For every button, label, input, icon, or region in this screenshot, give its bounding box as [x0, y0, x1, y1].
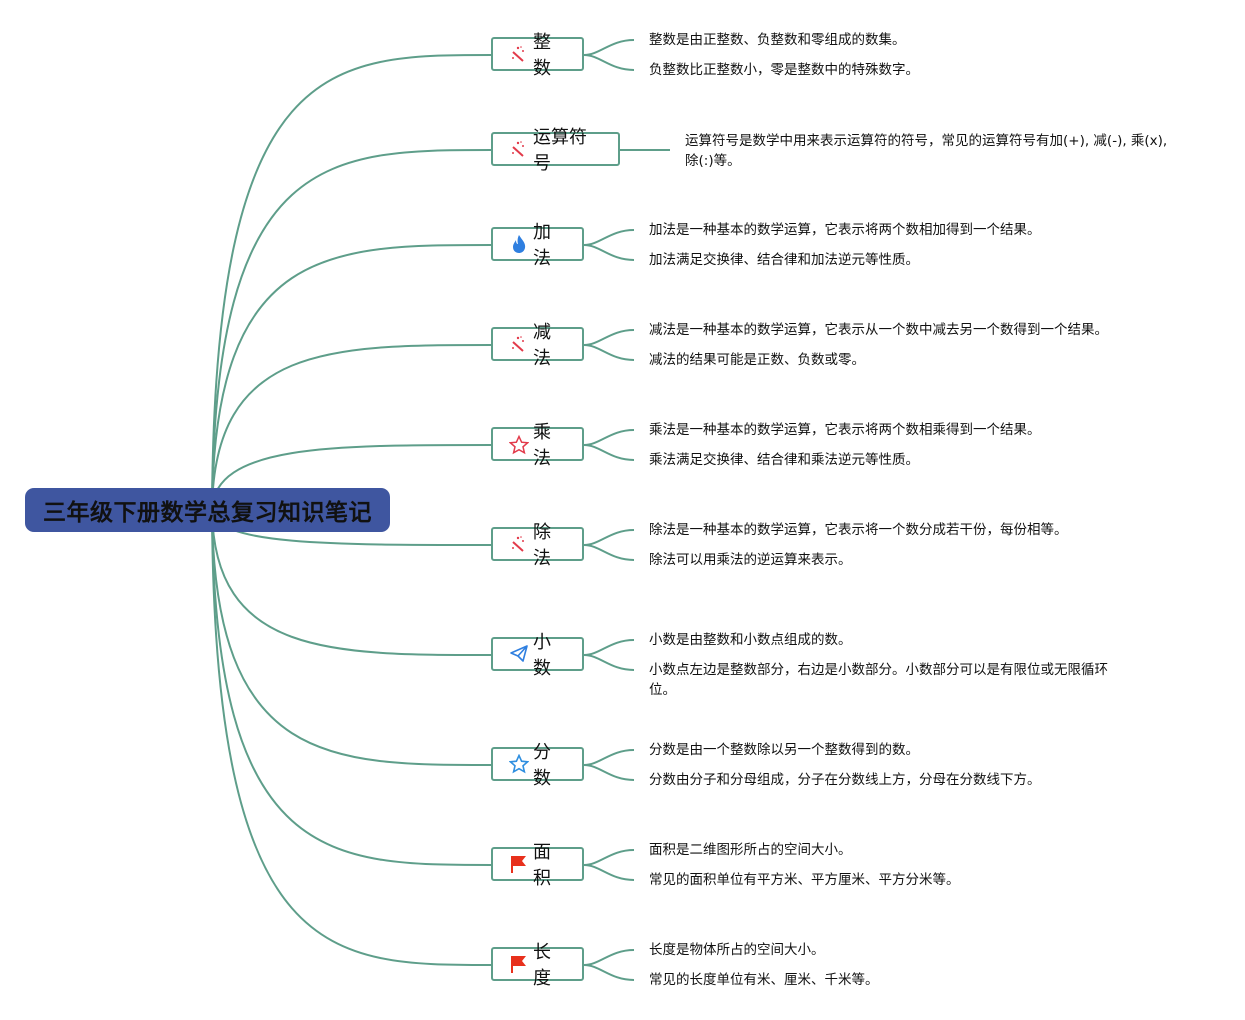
leaf-note: 分数由分子和分母组成，分子在分数线上方，分母在分数线下方。 [649, 772, 1041, 788]
fire-icon [509, 234, 529, 254]
leaf-note: 小数点左边是整数部分，右边是小数部分。小数部分可以是有限位或无限循环位。 [649, 662, 1108, 698]
connector-line [583, 344, 635, 361]
star-icon [509, 434, 529, 455]
leaf-note: 乘法满足交换律、结合律和乘法逆元等性质。 [649, 452, 919, 468]
branch-node-10[interactable]: 长度 [491, 942, 584, 989]
connector-line [211, 54, 492, 511]
branch-node-3[interactable]: 加法 [491, 222, 584, 269]
connector-line [583, 864, 635, 881]
connector-line [583, 639, 635, 656]
root-topic[interactable]: 三年级下册数学总复习知识笔记 [25, 488, 390, 532]
leaf-note: 除法是一种基本的数学运算，它表示将一个数分成若干份，每份相等。 [649, 522, 1068, 538]
branch-label: 减法 [533, 322, 551, 369]
connector-line [583, 849, 635, 866]
connector-line [583, 429, 635, 446]
connector-line [583, 544, 635, 561]
magic-wand-icon [509, 334, 529, 354]
connector-line [583, 444, 635, 461]
flag-icon [509, 954, 529, 974]
connector-line [583, 749, 635, 766]
connector-line [211, 149, 492, 511]
connector-line [211, 444, 492, 511]
magic-wand-icon [509, 44, 529, 64]
connector-line [583, 229, 635, 246]
leaf-note: 运算符号是数学中用来表示运算符的符号，常见的运算符号有加(+), 减(-), 乘… [685, 133, 1168, 169]
leaf-note: 加法满足交换律、结合律和加法逆元等性质。 [649, 252, 919, 268]
root-title: 三年级下册数学总复习知识笔记 [43, 500, 372, 526]
magic-wand-icon [509, 139, 529, 159]
branch-node-4[interactable]: 减法 [491, 322, 584, 369]
leaf-note: 除法可以用乘法的逆运算来表示。 [649, 552, 852, 568]
branch-node-1[interactable]: 整数 [491, 32, 584, 79]
leaf-note: 常见的面积单位有平方米、平方厘米、平方分米等。 [649, 872, 960, 888]
branch-node-8[interactable]: 分数 [491, 742, 584, 789]
leaf-note: 面积是二维图形所占的空间大小。 [649, 842, 852, 858]
connector-line [583, 654, 635, 671]
connector-line [583, 39, 635, 56]
connector-line [583, 54, 635, 71]
leaf-note: 常见的长度单位有米、厘米、千米等。 [649, 972, 879, 988]
connector-line [583, 964, 635, 981]
leaf-note: 负整数比正整数小，零是整数中的特殊数字。 [649, 62, 919, 78]
leaf-note: 小数是由整数和小数点组成的数。 [649, 632, 852, 648]
connector-line [583, 764, 635, 781]
leaf-note: 长度是物体所占的空间大小。 [649, 942, 825, 958]
star-outline-blue-icon [509, 754, 529, 774]
paper-plane-icon [509, 644, 529, 664]
branch-node-5[interactable]: 乘法 [491, 422, 584, 469]
connector-line [583, 949, 635, 966]
connector-line [583, 329, 635, 346]
branch-label: 运算符号 [533, 127, 587, 174]
branch-label: 乘法 [533, 422, 551, 469]
connector-line [211, 244, 492, 511]
branch-label: 小数 [533, 632, 551, 679]
leaf-note: 分数是由一个整数除以另一个整数得到的数。 [649, 742, 919, 758]
branch-node-7[interactable]: 小数 [491, 632, 584, 679]
connector-line [211, 509, 492, 656]
leaf-note: 加法是一种基本的数学运算，它表示将两个数相加得到一个结果。 [649, 222, 1041, 238]
branch-label: 加法 [533, 222, 551, 269]
branch-node-6[interactable]: 除法 [491, 522, 584, 569]
leaf-note: 整数是由正整数、负整数和零组成的数集。 [649, 32, 906, 48]
leaf-note: 乘法是一种基本的数学运算，它表示将两个数相乘得到一个结果。 [649, 422, 1041, 438]
flag-icon [509, 854, 529, 874]
branch-label: 整数 [533, 32, 551, 79]
branch-label: 长度 [533, 942, 551, 989]
connector-line [583, 244, 635, 261]
connector-line [211, 344, 492, 511]
branch-node-2[interactable]: 运算符号 [491, 127, 620, 174]
branch-node-9[interactable]: 面积 [491, 842, 584, 889]
connector-line [583, 529, 635, 546]
leaf-note: 减法是一种基本的数学运算，它表示从一个数中减去另一个数得到一个结果。 [649, 322, 1108, 338]
branch-label: 分数 [533, 742, 551, 789]
connector-line [211, 509, 492, 866]
connector-line [211, 509, 492, 966]
branch-label: 除法 [533, 522, 551, 569]
leaf-note: 减法的结果可能是正数、负数或零。 [649, 352, 865, 368]
connector-line [211, 509, 492, 766]
branch-label: 面积 [533, 842, 551, 889]
magic-wand-icon [509, 534, 529, 554]
